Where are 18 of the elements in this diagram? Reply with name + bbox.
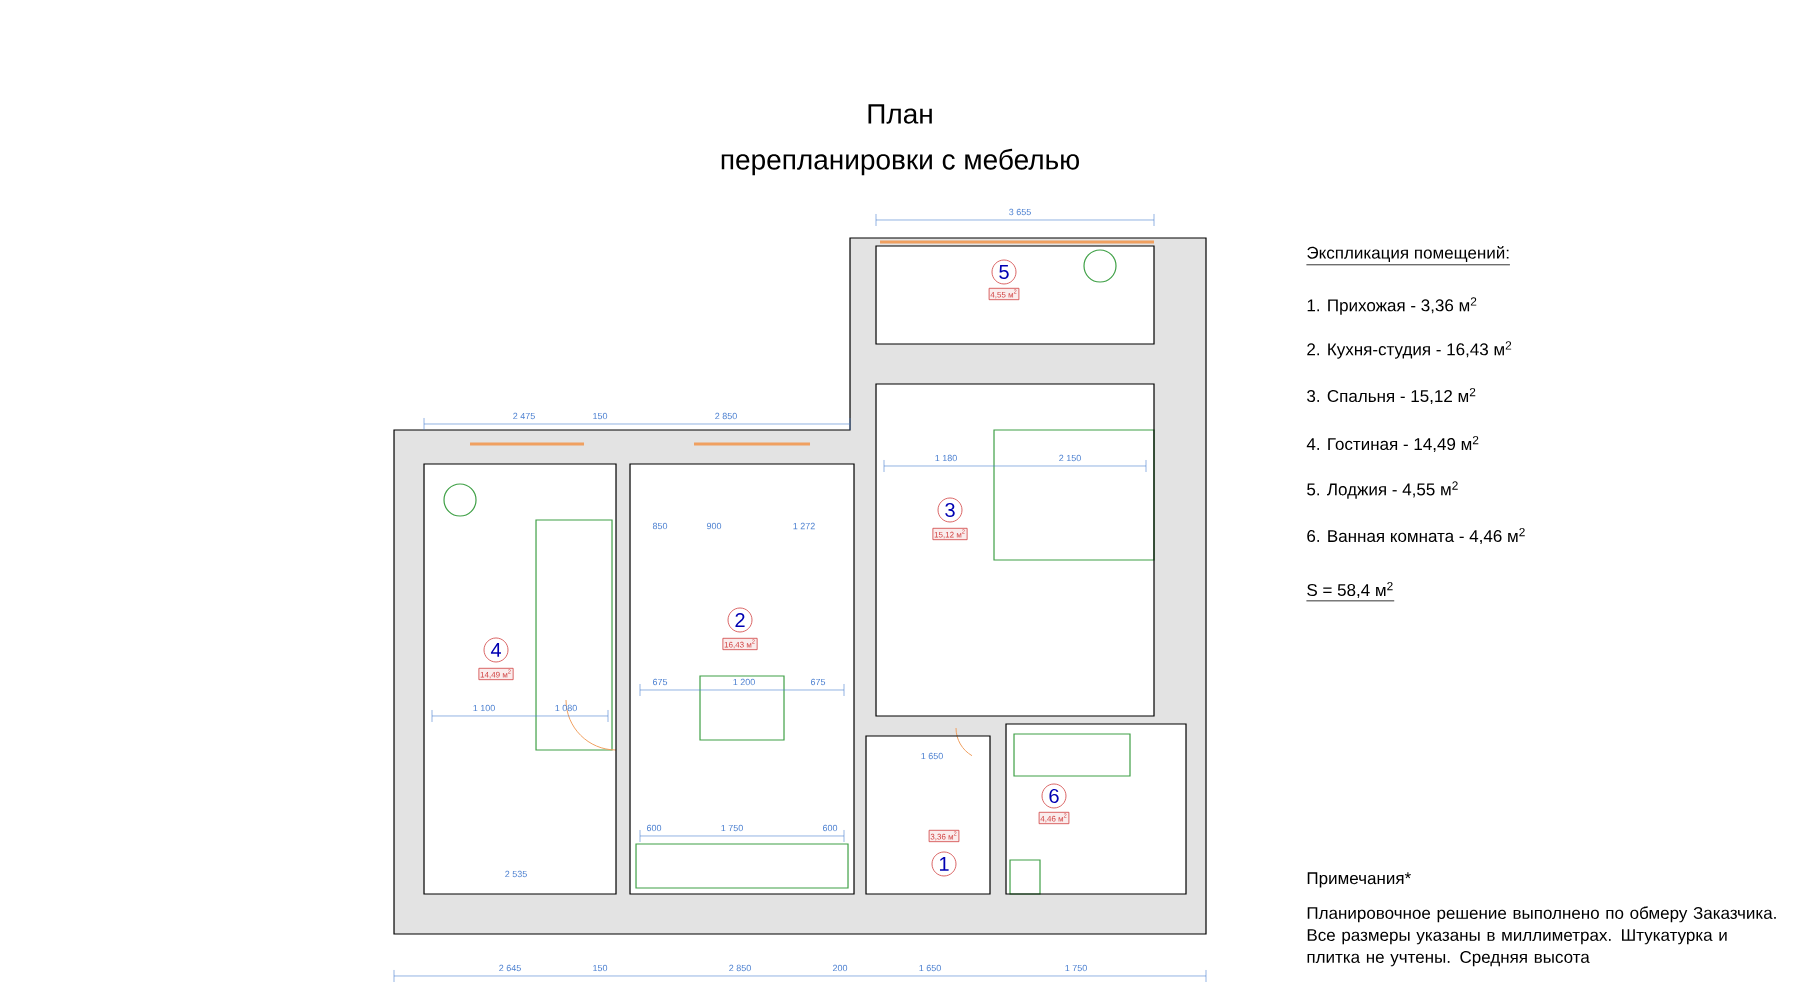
callout-number: 2 — [727, 607, 753, 633]
callout-number: 4 — [483, 637, 509, 663]
title: План — [868, 104, 932, 124]
callout-number: 5 — [991, 259, 1017, 285]
room-list-item: 1. Прихожая - 3,36 м$^{2}$ — [1307, 297, 1477, 315]
callout-number: 3 — [937, 497, 963, 523]
room-list-item: 3. Спальня - 15,12 м$^{2}$ — [1307, 387, 1476, 405]
total-area: S = 58,4 м$^{2}$ — [1306, 581, 1395, 602]
notes-text: Планировочное решение выполнено по обмеру Заказчика. Все размеры указаны в миллиметрах. Штукатурка и плитка не учтены. Средняя высота — [1307, 906, 1776, 967]
subtitle: перепланировки с мебелью — [721, 148, 1079, 176]
callout-number: 1 — [931, 851, 957, 877]
room-list-item: 5. Лоджия - 4,55 м$^{2}$ — [1307, 481, 1458, 499]
notes-heading: Примечания* — [1307, 872, 1411, 888]
room-list-item: 2. Кухня-студия - 16,43 м$^{2}$ — [1307, 341, 1512, 359]
explication-heading: Экспликация помещений: — [1306, 246, 1511, 266]
callout-number: 6 — [1041, 783, 1067, 809]
room-list-item: 6. Ванная комната - 4,46 м$^{2}$ — [1307, 527, 1525, 545]
room-list-item: 4. Гостиная - 14,49 м$^{2}$ — [1306, 435, 1479, 453]
